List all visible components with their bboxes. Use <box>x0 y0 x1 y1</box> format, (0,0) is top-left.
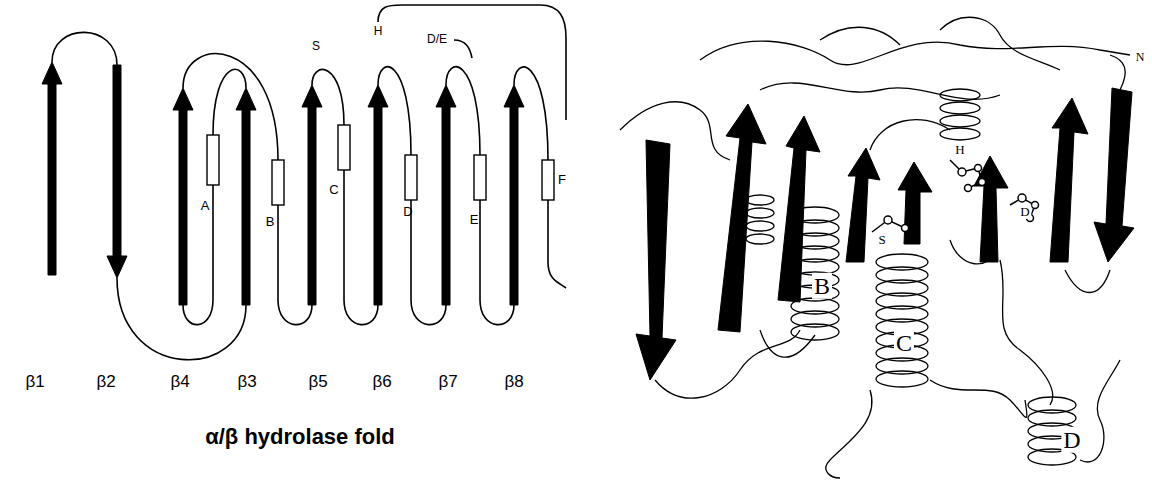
helix-label: D <box>1061 427 1082 453</box>
figure-title: α/β hydrolase fold <box>205 425 395 449</box>
topology-loops <box>52 5 566 360</box>
catalytic-triad <box>872 160 1039 232</box>
helix-label: D <box>403 205 412 219</box>
helix-label: B <box>812 273 832 299</box>
helix-coil <box>940 102 980 114</box>
helix-coil <box>746 234 774 244</box>
helix-coil <box>791 324 839 340</box>
strand-label: β4 <box>170 373 189 392</box>
ribbon-strands <box>636 88 1134 380</box>
helix-label: B <box>266 215 275 229</box>
strand-label: β6 <box>372 373 391 392</box>
helix-label: C <box>894 330 914 356</box>
helix-coil <box>940 128 980 140</box>
helix-coil <box>940 115 980 127</box>
residue-label: H <box>374 25 383 38</box>
residue-label: S <box>876 233 887 247</box>
terminus-label: N <box>1134 51 1147 64</box>
beta-strand-arrows <box>42 62 524 305</box>
strand-label: β5 <box>308 373 327 392</box>
helix-coil <box>940 89 980 101</box>
ribbon-helices <box>746 89 1076 465</box>
strand-label: β1 <box>25 373 44 392</box>
strand-label: β7 <box>438 373 457 392</box>
helix-label: A <box>201 199 210 213</box>
strand-label: β8 <box>504 373 523 392</box>
helix-coil <box>746 195 774 205</box>
helix-coil <box>746 208 774 218</box>
helix-boxes <box>207 125 554 205</box>
strand-label: β2 <box>96 373 115 392</box>
residue-label: S <box>312 40 320 53</box>
residue-label: D/E <box>427 33 447 46</box>
helix-coil <box>746 221 774 231</box>
helix-label: C <box>329 183 338 197</box>
residue-label: D <box>1018 205 1031 219</box>
residue-label: H <box>953 143 966 157</box>
helix-label: E <box>470 213 479 227</box>
helix-label: F <box>558 173 566 187</box>
strand-label: β3 <box>237 373 256 392</box>
helix-coil <box>876 371 928 387</box>
ribbon-loops <box>620 17 1130 478</box>
